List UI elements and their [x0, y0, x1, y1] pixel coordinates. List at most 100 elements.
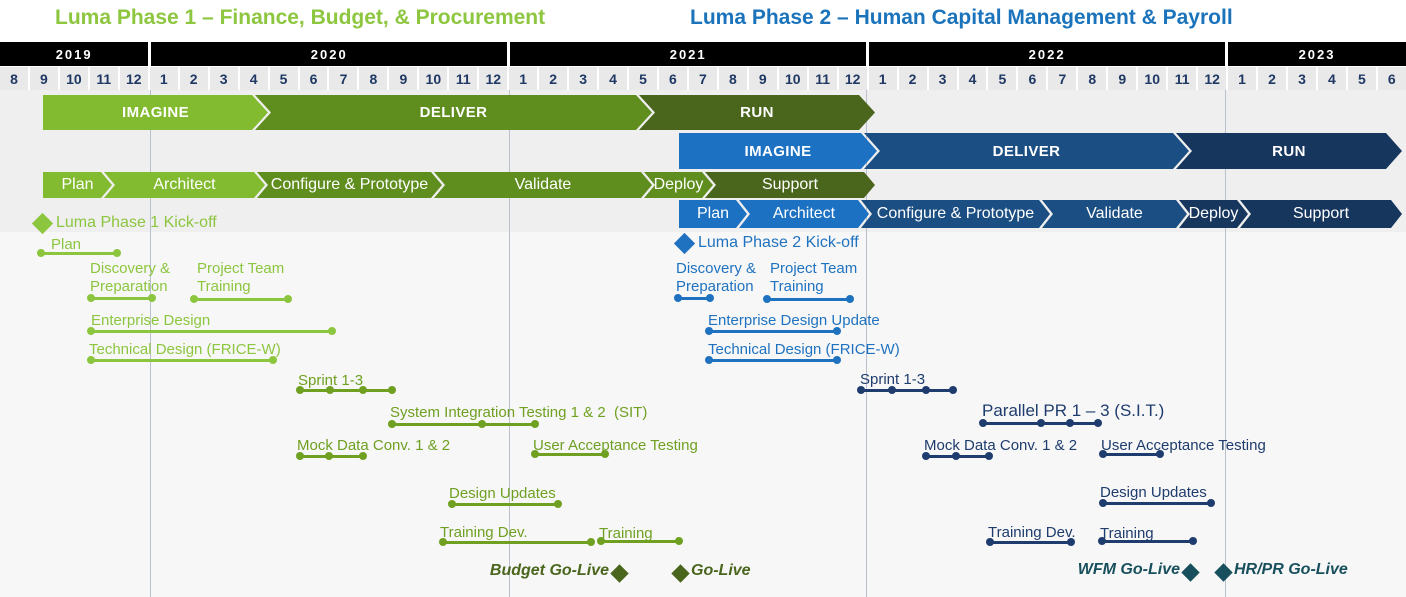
phase-2-kickoff-label: Luma Phase 2 Kick-off: [698, 234, 859, 251]
phase-1-task-label-mock-data-conv-1-2: Mock Data Conv. 1 & 2: [297, 437, 451, 454]
month-label-2021-1: 1: [509, 67, 540, 90]
phase-2-task-label-discovery-preparation: Discovery & Preparation: [676, 260, 757, 296]
phase-1-phasephase-imagine: IMAGINE: [43, 95, 268, 130]
month-label-2021-7: 7: [688, 67, 719, 90]
year-gridline: [150, 90, 151, 597]
phase-1-task-line-system-integration-testing-1-2-sit: [392, 423, 535, 426]
phase2-title: Luma Phase 2 – Human Capital Management …: [690, 6, 1233, 29]
phase-2-task-dot-training-dev: [1067, 538, 1075, 546]
phase-2-task-dot-parallel-pr-1-3-s-i-t: [979, 419, 987, 427]
phase-2-task-dot-user-acceptance-testing: [1099, 450, 1107, 458]
month-label-2022-11: 11: [1168, 67, 1199, 90]
tasks-background: [0, 232, 1406, 597]
phase-2-task-label-design-updates: Design Updates: [1100, 484, 1207, 501]
phase-2-task-label-parallel-pr-1-3-s-i-t: Parallel PR 1 – 3 (S.I.T.): [982, 401, 1165, 420]
month-label-2020-10: 10: [419, 67, 450, 90]
phase-2-task-label-training: Training: [1100, 525, 1154, 542]
phase-2-task-line-enterprise-design-update: [709, 330, 837, 333]
phase-1-task-line-plan: [41, 252, 117, 255]
month-label-2020-4: 4: [239, 67, 270, 90]
phase-2-phasephase-run: RUN: [1176, 133, 1402, 169]
month-label-2021-9: 9: [748, 67, 779, 90]
month-label-2023-4: 4: [1317, 67, 1348, 90]
month-label-2022-5: 5: [988, 67, 1019, 90]
phase-1-task-dot-design-updates: [448, 500, 456, 508]
phase-2-subphase-plan: Plan: [679, 200, 747, 228]
month-label-2021-3: 3: [569, 67, 600, 90]
phase-1-task-line-discovery-preparation: [91, 297, 152, 300]
phase-2-task-line-technical-design-frice-w: [709, 359, 837, 362]
phase-1-task-line-technical-design-frice-w: [91, 359, 273, 362]
phase-2-task-line-training: [1102, 540, 1193, 543]
year-label-2019: 2019: [0, 42, 152, 66]
phase-1-task-line-training: [601, 540, 679, 543]
phase-2-task-dot-sprint-1-3: [857, 386, 865, 394]
month-label-2023-6: 6: [1377, 67, 1406, 90]
phase-1-task-dot-project-team-training: [284, 295, 292, 303]
month-label-2022-7: 7: [1048, 67, 1079, 90]
month-label-2022-8: 8: [1078, 67, 1109, 90]
month-label-2020-1: 1: [149, 67, 180, 90]
month-label-2021-11: 11: [808, 67, 839, 90]
phase-2-task-dot-technical-design-frice-w: [833, 356, 841, 364]
month-label-2021-10: 10: [778, 67, 809, 90]
phase-2-task-dot-training: [1098, 537, 1106, 545]
year-label-2023: 2023: [1228, 42, 1406, 66]
month-label-2020-3: 3: [209, 67, 240, 90]
phase-1-task-dot-sprint-1-3: [359, 386, 367, 394]
phase-1-subphase-architect: Architect: [104, 172, 265, 198]
phase-1-task-dot-plan: [37, 249, 45, 257]
month-label-2022-12: 12: [1198, 67, 1229, 90]
phase-1-task-line-user-acceptance-testing: [535, 453, 605, 456]
month-label-2022-2: 2: [898, 67, 929, 90]
phase-1-task-dot-mock-data-conv-1-2: [325, 452, 333, 460]
phase-2-task-label-user-acceptance-testing: User Acceptance Testing: [1101, 437, 1266, 454]
phase-2-task-line-project-team-training: [767, 298, 850, 301]
phase-1-task-line-design-updates: [452, 503, 558, 506]
phase-1-task-dot-discovery-preparation: [87, 294, 95, 302]
month-label-2022-1: 1: [868, 67, 899, 90]
month-label-2021-12: 12: [838, 67, 869, 90]
phase-1-task-label-plan: Plan: [51, 236, 82, 253]
phase-2-task-line-sprint-1-3: [861, 389, 953, 392]
phase-1-task-dot-discovery-preparation: [148, 294, 156, 302]
phase-2-task-dot-training: [1189, 537, 1197, 545]
phase-1-milestone-label-budget-go-live: Budget Go-Live: [489, 562, 609, 579]
phase-1-task-dot-training-dev: [587, 538, 595, 546]
phase-2-task-dot-technical-design-frice-w: [705, 356, 713, 364]
phase-2-task-dot-mock-data-conv-1-2: [952, 452, 960, 460]
phase-1-task-line-sprint-1-3: [300, 389, 392, 392]
phase-1-task-dot-training-dev: [439, 538, 447, 546]
phase-2-task-dot-parallel-pr-1-3-s-i-t: [1066, 419, 1074, 427]
month-label-2020-5: 5: [269, 67, 300, 90]
month-label-2022-6: 6: [1018, 67, 1049, 90]
year-gridline: [509, 90, 510, 597]
month-label-2022-10: 10: [1138, 67, 1169, 90]
phase-1-kickoff-label: Luma Phase 1 Kick-off: [56, 214, 217, 231]
phase-1-task-dot-plan: [113, 249, 121, 257]
phase-1-task-dot-sprint-1-3: [326, 386, 334, 394]
phase-1-task-dot-system-integration-testing-1-2-sit: [388, 420, 396, 428]
phase-1-task-dot-user-acceptance-testing: [601, 450, 609, 458]
phase-1-task-line-enterprise-design: [91, 330, 332, 333]
year-gridline: [1225, 90, 1226, 597]
phase-1-subphase-support: Support: [705, 172, 875, 198]
phase-2-task-dot-project-team-training: [763, 295, 771, 303]
phase-1-task-label-design-updates: Design Updates: [449, 485, 556, 502]
phase-2-task-dot-design-updates: [1099, 499, 1107, 507]
phase-2-subphase-architect: Architect: [739, 200, 869, 228]
phase-2-task-line-training-dev: [990, 541, 1071, 544]
phase-2-task-dot-discovery-preparation: [674, 294, 682, 302]
year-label-2021: 2021: [510, 42, 870, 66]
phase-2-task-dot-parallel-pr-1-3-s-i-t: [1094, 419, 1102, 427]
year-gridline: [866, 90, 867, 597]
phase-1-task-label-technical-design-frice-w: Technical Design (FRICE-W): [89, 341, 281, 358]
phase-2-task-label-mock-data-conv-1-2: Mock Data Conv. 1 & 2: [924, 437, 1078, 454]
phase-2-task-dot-enterprise-design-update: [833, 327, 841, 335]
phase-2-task-dot-discovery-preparation: [706, 294, 714, 302]
phase-1-task-line-training-dev: [443, 541, 591, 544]
phase-2-phasephase-deliver: DELIVER: [864, 133, 1189, 169]
phase-1-task-dot-design-updates: [554, 500, 562, 508]
phase-2-task-dot-mock-data-conv-1-2: [922, 452, 930, 460]
